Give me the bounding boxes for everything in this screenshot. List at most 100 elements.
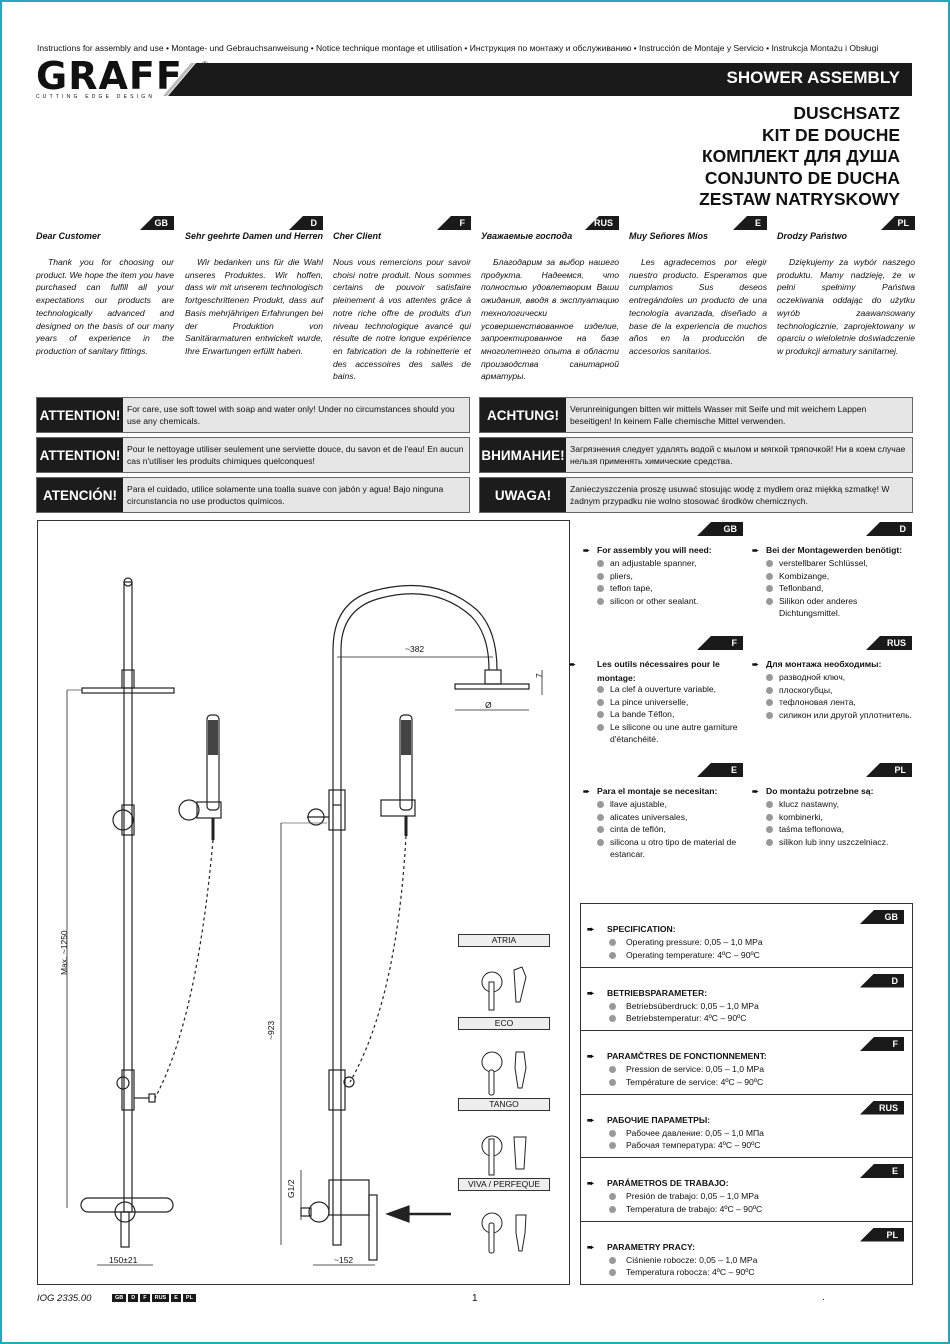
arrow-icon: ➨ xyxy=(587,987,595,998)
spec-item: Température de service: 4ºC – 90ºC xyxy=(609,1076,764,1089)
title-banner xyxy=(168,63,912,96)
spec-item: Ciśnienie robocze: 0,05 – 1,0 MPa xyxy=(609,1254,757,1267)
tool-item: teflon tape, xyxy=(597,582,747,595)
spec-heading: ➨PARAMETRY PRACY: xyxy=(587,1241,696,1252)
specifications-box: GB ➨SPECIFICATION: Operating pressure: 0… xyxy=(580,903,913,1285)
dim-diameter: Ø xyxy=(485,700,492,710)
dim-7: 7 xyxy=(534,673,544,678)
technical-drawing: Max. ~1250 ~923 ~382 7 Ø G1/2 150±21 ~15… xyxy=(59,577,544,1266)
spec-rus: RUS ➨РАБОЧИЕ ПАРАМЕТРЫ: Рабочее давление… xyxy=(581,1095,912,1158)
attention-label: ATENCIÓN! xyxy=(37,478,123,512)
footer-dot: . xyxy=(822,1292,825,1303)
attention-label: ACHTUNG! xyxy=(480,398,566,432)
page-number: 1 xyxy=(472,1293,478,1304)
arrow-icon: ➨ xyxy=(587,1178,595,1188)
arrow-icon: ➨ xyxy=(752,546,759,555)
spec-item: Temperatura robocza: 4ºC – 90ºC xyxy=(609,1266,757,1279)
tools-heading: ➨Para el montaje se necesitan: xyxy=(583,785,743,799)
arrow-icon: ➨ xyxy=(587,1051,595,1061)
spec-item: Operating pressure: 0,05 – 1,0 MPa xyxy=(609,936,763,949)
tools-pl: PL ➨Do montażu potrzebne są: klucz nasta… xyxy=(752,763,912,873)
lang-tab-pl: PL xyxy=(866,763,912,777)
lang-tab-gb: GB xyxy=(697,522,743,536)
lang-badge: D xyxy=(128,1294,139,1302)
attention-label: ВНИМАНИЕ! xyxy=(480,438,566,472)
title-fr: KIT DE DOUCHE xyxy=(761,124,900,145)
intro-greeting: Уважаемые господа xyxy=(481,231,573,241)
tools-heading: ➨Do montażu potrzebne są: xyxy=(752,785,912,799)
attention-text: Verunreinigungen bitten wir mittels Wass… xyxy=(570,404,867,426)
tool-item: плоскогубцы, xyxy=(766,684,916,697)
lang-tab-d: D xyxy=(860,973,904,988)
dim-152: ~152 xyxy=(334,1255,353,1265)
variant-label: TANGO xyxy=(458,1098,550,1111)
technical-drawing-box xyxy=(37,520,570,1285)
variant-atria: ATRIA xyxy=(458,934,550,1022)
tool-item: разводной ключ, xyxy=(766,671,916,684)
spec-item: Betriebstemperatur: 4ºC – 90ºC xyxy=(609,1012,759,1025)
tool-item: La pince universelle, xyxy=(597,696,747,709)
lang-badge: GB xyxy=(112,1294,127,1302)
lang-tab-rus: RUS xyxy=(860,1100,904,1115)
tool-item: La clef à ouverture variable, xyxy=(597,683,747,696)
variant-viva: VIVA / PERFEQUE xyxy=(458,1178,550,1266)
intro-text: Wir bedanken uns für die Wahl unseres Pr… xyxy=(185,257,323,356)
title-ru: КОМПЛЕКТ ДЛЯ ДУША xyxy=(701,146,900,166)
attention-box-rus: ВНИМАНИЕ! Загрязнения следует удалять во… xyxy=(479,437,913,473)
tool-item: La bande Téflon, xyxy=(597,708,747,721)
lang-badge: RUS xyxy=(151,1294,170,1302)
spec-item: Рабочая температура: 4ºC – 90ºC xyxy=(609,1139,764,1152)
handle-icon xyxy=(481,1135,527,1176)
intro-greeting: Muy Señores Míos xyxy=(629,231,709,241)
logo-word: GRAFF xyxy=(36,54,183,98)
tool-item: verstellbarer Schlüssel, xyxy=(766,557,916,570)
lang-badge: E xyxy=(171,1294,181,1302)
spec-f: F ➨PARAMČTRES DE FONCTIONNEMENT: Pressio… xyxy=(581,1031,912,1095)
intro-greeting: Cher Client xyxy=(333,231,382,241)
tools-heading: ➨Bei der Montagewerden benötigt: xyxy=(752,544,912,558)
tool-item: cinta de teflón, xyxy=(597,823,747,836)
tool-item: alicates universales, xyxy=(597,811,747,824)
title-pl: ZESTAW NATRYSKOWY xyxy=(699,189,900,209)
attention-text: Загрязнения следует удалять водой с мыло… xyxy=(570,444,906,466)
lang-tab-e: E xyxy=(860,1164,904,1178)
lang-tab-d: D xyxy=(866,522,912,536)
lang-tab-e: E xyxy=(697,763,743,777)
tool-item: силикон или другой уплотнитель. xyxy=(766,709,916,722)
variant-label: ECO xyxy=(458,1017,550,1030)
arrow-icon: ➨ xyxy=(752,660,759,669)
attention-text: Zanieczyszczenia proszę usuwać stosując … xyxy=(570,484,890,506)
handle-icon xyxy=(481,1051,527,1096)
title-de: DUSCHSATZ xyxy=(793,103,900,123)
spec-item: Temperatura de trabajo: 4ºC – 90ºC xyxy=(609,1203,762,1216)
tool-item: silicona u otro tipo de material de esta… xyxy=(597,836,747,861)
spec-heading: ➨PARÁMETROS DE TRABAJO: xyxy=(587,1178,729,1188)
spec-heading: ➨SPECIFICATION: xyxy=(587,924,676,934)
attention-label: ATTENTION! xyxy=(37,438,123,472)
attention-box-pl: UWAGA! Zanieczyszczenia proszę usuwać st… xyxy=(479,477,913,513)
title-es: CONJUNTO DE DUCHA xyxy=(704,167,900,188)
tool-item: тефлоновая лента, xyxy=(766,696,916,709)
dim-g12: G1/2 xyxy=(286,1179,296,1198)
tool-item: klucz nastawny, xyxy=(766,798,916,811)
tool-item: Le silicone ou une autre garniture d'éta… xyxy=(597,721,747,746)
tools-d: D ➨Bei der Montagewerden benötigt: verst… xyxy=(752,522,912,618)
tool-item: Silikon oder anderes Dichtungsmittel. xyxy=(766,595,916,620)
variant-eco: ECO xyxy=(458,1017,550,1105)
spec-d: D ➨BETRIEBSPARAMETER: Betriebsüberdruck:… xyxy=(581,968,912,1031)
spec-item: Betriebsüberdruck: 0,05 – 1,0 MPa xyxy=(609,1000,759,1013)
dim-382: ~382 xyxy=(405,644,424,654)
tool-item: silicon or other sealant. xyxy=(597,595,747,608)
tool-item: Kombizange, xyxy=(766,570,916,583)
lang-tab-pl: PL xyxy=(860,1227,904,1242)
tool-item: an adjustable spanner, xyxy=(597,557,747,570)
spec-e: E ➨PARÁMETROS DE TRABAJO: Presión de tra… xyxy=(581,1158,912,1222)
tool-item: Teflonband, xyxy=(766,582,916,595)
tool-item: silikon lub inny uszczelniacz. xyxy=(766,836,916,849)
tools-heading: ➨Les outils nécessaires pour le montage: xyxy=(569,659,720,683)
tools-heading: ➨Для монтажа необходимы: xyxy=(752,658,912,672)
attention-text: For care, use soft towel with soap and w… xyxy=(127,404,455,426)
attention-box-e: ATENCIÓN! Para el cuidado, utilice solam… xyxy=(36,477,470,513)
spec-pl: PL ➨PARAMETRY PRACY: Ciśnienie robocze: … xyxy=(581,1222,912,1286)
arrow-icon: ➨ xyxy=(569,660,576,669)
